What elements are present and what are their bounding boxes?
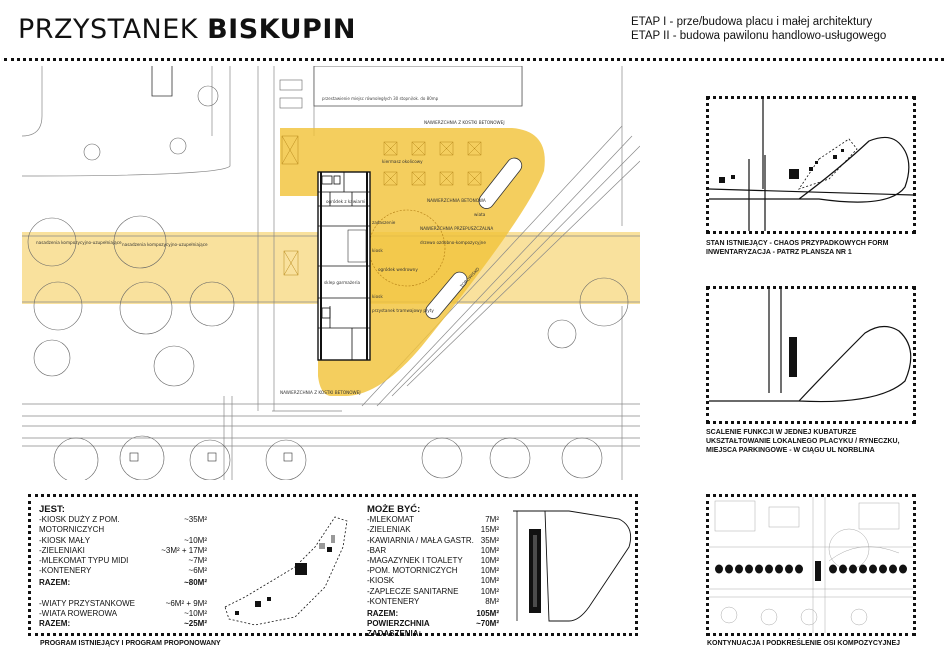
program-item: -ZIELENIAK 15M² (367, 525, 499, 535)
program-item-name: -KIOSK MAŁY (39, 535, 91, 545)
program-item-value: 10M² (480, 566, 499, 576)
label-kiermasz: kiermasz okolicowy (382, 159, 423, 164)
program-item-name: -MLEKOMAT TYPU MIDI (39, 556, 129, 566)
program-item-name: -POM. MOTORNICZYCH (367, 566, 458, 576)
title-bold: BISKUPIN (207, 14, 356, 45)
stage-2-text: ETAP II - budowa pawilonu handlowo-usług… (631, 30, 887, 42)
program-item: -KAWIARNIA / MAŁA GASTR. 35M² (367, 536, 499, 546)
panel-existing-caption: STAN ISTNIEJĄCY - CHAOS PRZYPADKOWYCH FO… (706, 239, 888, 257)
caption-line: STAN ISTNIEJĄCY - CHAOS PRZYPADKOWYCH FO… (706, 240, 889, 247)
title-light: PRZYSTANEK (18, 14, 208, 45)
program-item-value: 10M² (480, 545, 499, 555)
parking-building (313, 66, 523, 107)
program-item-name: -ZIELENIAKI (39, 545, 85, 555)
roof-area: POWIERZCHNIA ZADASZENIA:~70M² (367, 619, 499, 639)
program-item-name: -ZIELENIAK (367, 525, 411, 535)
label-sklep: sklep garmażeria (324, 280, 361, 285)
caption-line: UKSZTAŁTOWANIE LOKALNEGO PLACYKU / RYNEC… (706, 438, 900, 445)
pavilion-building (317, 171, 371, 361)
program-item-name: -WIATA ROWEROWA (39, 608, 118, 618)
proposed-title: MOŻE BYĆ: (367, 504, 421, 515)
program-item: -ZAPLECZE SANITARNE 10M² (367, 587, 499, 597)
panel-composition-axis (706, 494, 916, 636)
label-przystanek: przystanek tramwajowy płyty (372, 308, 434, 313)
program-item-name: -WIATY PRZYSTANKOWE (39, 598, 136, 608)
program-existing: JEST: -KIOSK DUŻY Z POM. MOTORNICZYCH ~35… (39, 504, 207, 629)
stage-1-text: ETAP I - prze/budowa placu i małej archi… (631, 16, 873, 28)
program-item: -KIOSK 10M² (367, 576, 499, 586)
label-kiosk-2: kiosk (372, 294, 383, 299)
program-proposed-diagram (513, 510, 632, 622)
program-item-value: 35M² (480, 535, 499, 545)
program-item: -KIOSK MAŁY ~10M² (39, 536, 207, 546)
header-divider (4, 58, 944, 61)
existing-title: JEST: (39, 504, 65, 515)
panel-existing-state (706, 96, 916, 234)
program-item-name: -KIOSK (367, 576, 395, 586)
label-nawierzchnia-betonowa: NAWIERZCHNIA BETONOWA (427, 198, 486, 203)
label-planting-1: nasadzenia kompozycyjno-uzupełniające (36, 240, 122, 245)
program-item-value: ~7M² (188, 556, 207, 566)
program-item-value: 10M² (480, 576, 499, 586)
program-item-value: ~6M² (188, 566, 207, 576)
program-panel: JEST: -KIOSK DUŻY Z POM. MOTORNICZYCH ~35… (28, 494, 638, 638)
program-item-name: -KONTENERY (39, 566, 92, 576)
label-parking: przestawienie miejsc równoległych 30 sto… (322, 96, 439, 101)
program-item-value: ~10M² (184, 608, 207, 618)
program-existing-diagram (224, 516, 348, 626)
program-item: -BAR 10M² (367, 546, 499, 556)
panel-merged-functions (706, 286, 916, 424)
program-item-value: 15M² (480, 525, 499, 535)
program-item-name: -KIOSK DUŻY Z POM. MOTORNICZYCH (39, 515, 120, 535)
caption-line: MIEJSCA PARKINGOWE - W CIĄGU UL NORBLINA (706, 447, 875, 454)
program-item-name: -ZAPLECZE SANITARNE (367, 586, 459, 596)
program-item: -MAGAZYNEK I TOALETY 10M² (367, 556, 499, 566)
label-ogrodek: ogródek z kawiarni (326, 199, 365, 204)
label-wiata: wiata (474, 212, 486, 217)
panel-merged-caption: SCALENIE FUNKCJI W JEDNEJ KUBATURZE UKSZ… (706, 428, 900, 455)
program-item-name: -KONTENERY (367, 596, 420, 606)
label-planting-2: nasadzenia kompozycyjno-uzupełniające (122, 242, 208, 247)
program-caption: PROGRAM ISTNIEJĄCY I PROGRAM PROPONOWANY (40, 640, 221, 647)
page-title: PRZYSTANEK BISKUPIN (18, 14, 356, 45)
program-item-name: -MAGAZYNEK I TOALETY (367, 556, 463, 566)
program-item: -KIOSK DUŻY Z POM. MOTORNICZYCH ~35M² (39, 515, 207, 535)
shelters-total: RAZEM:~25M² (39, 619, 207, 629)
program-item: -WIATA ROWEROWA ~10M² (39, 609, 207, 619)
existing-total: RAZEM:~80M² (39, 578, 207, 588)
program-item-value: 7M² (485, 515, 499, 525)
site-plan: przestawienie miejsc równoległych 30 sto… (22, 66, 640, 480)
program-item-name: -KAWIARNIA / MAŁA GASTR. (367, 535, 474, 545)
program-item-value: ~3M² + 17M² (161, 545, 207, 555)
program-item: -WIATY PRZYSTANKOWE ~6M² + 9M² (39, 599, 207, 609)
program-item-value: ~10M² (184, 535, 207, 545)
label-paving-bottom: NAWIERZCHNIA Z KOSTKI BETONOWEJ (280, 390, 361, 395)
program-item-value: 10M² (480, 556, 499, 566)
label-paving-top: NAWIERZCHNIA Z KOSTKI BETONOWEJ (424, 120, 505, 125)
program-item-value: ~35M² (184, 515, 207, 525)
program-item: -MLEKOMAT 7M² (367, 515, 499, 525)
stage-description: ETAP I - prze/budowa placu i małej archi… (631, 15, 886, 43)
label-nawierzchnia-przepuszczalna: NAWIERZCHNIA PRZEPUSZCZALNA (420, 226, 493, 231)
program-item-name: -BAR (367, 545, 387, 555)
program-item-name: -MLEKOMAT (367, 515, 414, 525)
program-item-value: ~6M² + 9M² (165, 598, 207, 608)
program-item: -KONTENERY ~6M² (39, 566, 207, 576)
program-item: -POM. MOTORNICZYCH 10M² (367, 566, 499, 576)
label-ogrodek-wedrowny: ogródek wedrowny (378, 267, 418, 272)
caption-line: SCALENIE FUNKCJI W JEDNEJ KUBATURZE (706, 429, 857, 436)
label-zadaszenie: zadaszenie (372, 220, 396, 225)
program-item-value: 8M² (485, 596, 499, 606)
caption-line: INWENTARYZACJA - PATRZ PLANSZA NR 1 (706, 249, 852, 256)
program-item: -MLEKOMAT TYPU MIDI ~7M² (39, 556, 207, 566)
program-item: -KONTENERY 8M² (367, 597, 499, 607)
label-drzewo: drzewo ozdobno-kompozycyjne (420, 240, 486, 245)
label-kiosk: kiosk (372, 248, 383, 253)
proposed-total: RAZEM:105M² (367, 609, 499, 619)
panel-axis-caption: KONTYNUACJA I PODKREŚLENIE OSI KOMPOZYCY… (707, 640, 901, 647)
program-item: -ZIELENIAKI ~3M² + 17M² (39, 546, 207, 556)
program-item-value: 10M² (480, 586, 499, 596)
